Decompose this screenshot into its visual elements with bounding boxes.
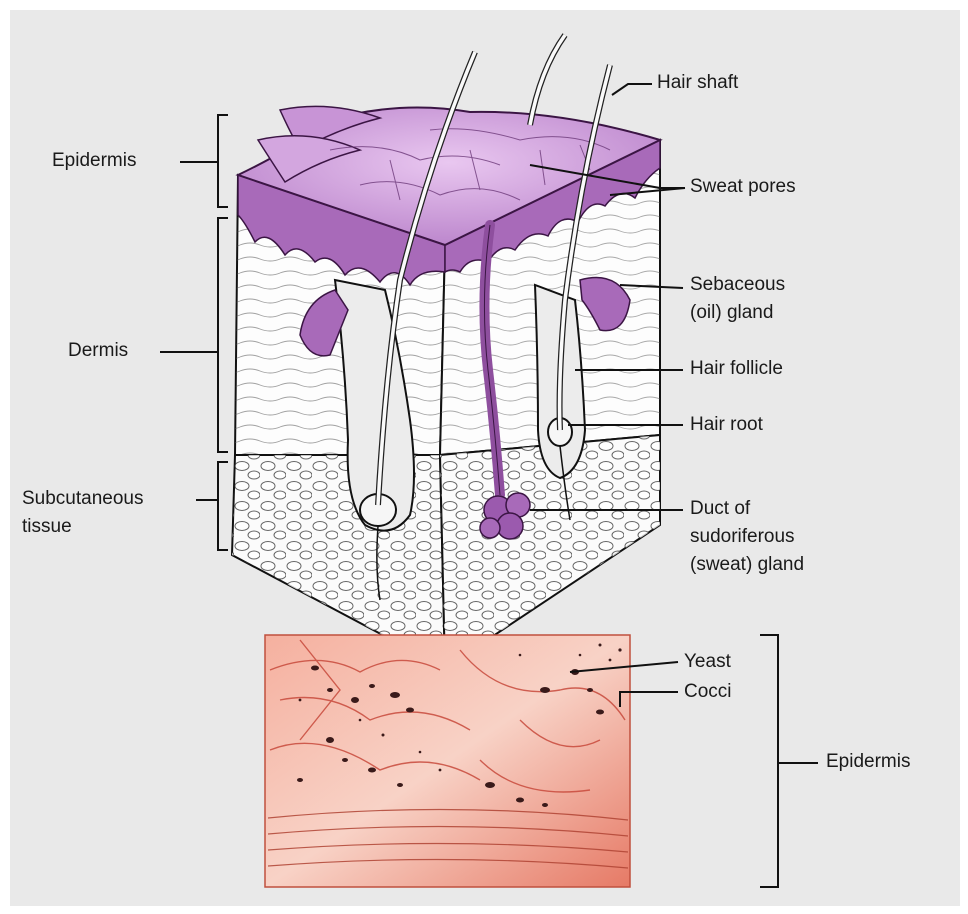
microscopic-epidermis (265, 635, 630, 887)
hair-shaft-middle (530, 35, 565, 125)
label-epidermis-top: Epidermis (52, 148, 136, 174)
bracket-epidermis-top (218, 115, 228, 207)
label-hair-follicle: Hair follicle (690, 356, 783, 382)
label-hair-shaft: Hair shaft (657, 70, 738, 96)
bracket-subcutaneous (218, 462, 228, 550)
bracket-dermis (218, 218, 228, 452)
skin-block (232, 35, 660, 668)
label-sebaceous-1: Sebaceous (690, 272, 785, 298)
label-yeast: Yeast (684, 649, 731, 675)
label-sweat-pores: Sweat pores (690, 174, 796, 200)
label-cocci: Cocci (684, 679, 732, 705)
label-dermis: Dermis (68, 338, 128, 364)
bracket-epidermis-bottom (760, 635, 778, 887)
label-duct-1: Duct of (690, 496, 750, 522)
label-epidermis-bottom: Epidermis (826, 749, 910, 775)
label-subcutaneous-2: tissue (22, 514, 72, 540)
label-duct-3: (sweat) gland (690, 552, 804, 578)
label-hair-root: Hair root (690, 412, 763, 438)
label-subcutaneous-1: Subcutaneous (22, 486, 144, 512)
label-sebaceous-2: (oil) gland (690, 300, 773, 326)
label-duct-2: sudoriferous (690, 524, 795, 550)
